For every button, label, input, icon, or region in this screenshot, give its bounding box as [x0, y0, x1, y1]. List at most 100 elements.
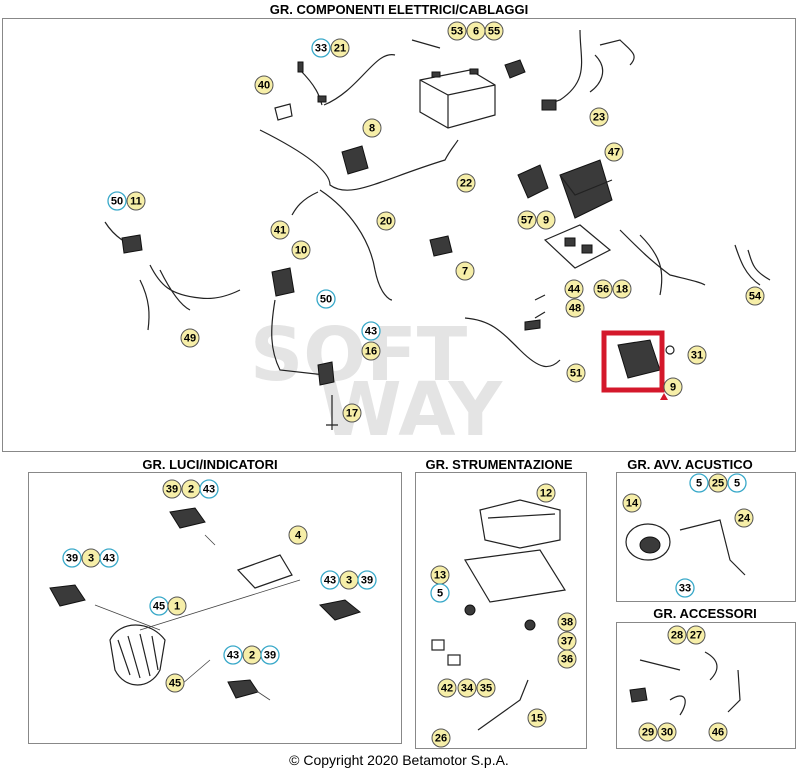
callout-electrical-16: 16: [365, 346, 377, 358]
watermark-line-1: SOFT: [250, 312, 468, 398]
callout-electrical-56-circle: [593, 279, 613, 299]
bracket-15: [477, 679, 529, 731]
panel-electrical: [2, 18, 796, 452]
callout-horn-14: 14: [626, 498, 639, 510]
callout-electrical-47: 47: [608, 147, 620, 159]
callout-electrical-7: 7: [462, 266, 468, 278]
fuse-box-56: [543, 224, 612, 269]
callout-lights-43-circle: [99, 548, 119, 568]
callout-instruments-13: 13: [434, 570, 446, 582]
callout-accessories-28: 28: [671, 630, 683, 642]
callout-electrical-50-circle: [316, 289, 336, 309]
acc-strap-28: [639, 659, 681, 671]
callout-electrical-33-circle: [311, 38, 331, 58]
indicator-rear-bottom: [227, 679, 259, 699]
callout-horn-5-circle: [689, 473, 709, 493]
callout-electrical-8: 8: [369, 123, 375, 135]
acc-clip-30: [669, 695, 686, 716]
acc-rod-46: [727, 669, 741, 713]
callout-instruments-26: 26: [435, 733, 447, 745]
callout-electrical-20-circle: [376, 211, 396, 231]
acc-clip-27: [704, 651, 718, 681]
callout-electrical-53-circle: [447, 21, 467, 41]
connector-11: [104, 221, 143, 254]
relay-8: [341, 145, 369, 175]
callout-lights-39: 39: [166, 484, 178, 496]
callout-instruments-38: 38: [561, 617, 573, 629]
connector-57: [517, 164, 549, 199]
indicator-front-right: [318, 599, 362, 621]
panel-accessories: [616, 622, 796, 749]
callout-instruments-26-circle: [431, 728, 451, 748]
highlight-box: [601, 330, 665, 393]
callout-lights-39-circle: [62, 548, 82, 568]
callout-horn-25: 25: [712, 478, 724, 490]
callout-accessories-27-circle: [686, 625, 706, 645]
callout-electrical-54: 54: [749, 291, 762, 303]
sensor-17: [326, 395, 338, 430]
title-lights: GR. LUCI/INDICATORI: [142, 457, 278, 472]
callout-electrical-55: 55: [488, 26, 500, 38]
callout-lights-4-circle: [288, 525, 308, 545]
callout-electrical-41-circle: [270, 220, 290, 240]
callout-lights-3: 3: [88, 553, 94, 565]
harness-49: [139, 264, 241, 331]
callout-electrical-44: 44: [568, 284, 581, 296]
callout-instruments-38-circle: [557, 612, 577, 632]
callout-electrical-57: 57: [521, 215, 533, 227]
callout-lights-43-circle: [320, 570, 340, 590]
callout-electrical-9: 9: [670, 382, 676, 394]
harness-54: [734, 244, 771, 286]
callout-electrical-21: 21: [334, 43, 346, 55]
callout-electrical-43-circle: [361, 321, 381, 341]
callout-electrical-11-circle: [126, 191, 146, 211]
callout-accessories-28-circle: [667, 625, 687, 645]
callout-electrical-44-circle: [564, 279, 584, 299]
callout-electrical-50: 50: [320, 294, 332, 306]
callout-electrical-40-circle: [254, 75, 274, 95]
callout-electrical-48: 48: [569, 303, 581, 315]
rubber-mounts: [431, 639, 461, 666]
callout-electrical-50-circle: [107, 191, 127, 211]
callout-electrical-47-circle: [604, 142, 624, 162]
callout-electrical-48-circle: [565, 298, 585, 318]
callout-accessories-46-circle: [708, 722, 728, 742]
callout-lights-4: 4: [295, 530, 302, 542]
copyright: © Copyright 2020 Betamotor S.p.A.: [289, 752, 509, 768]
callout-lights-45: 45: [169, 678, 181, 690]
callout-accessories-30-circle: [657, 722, 677, 742]
callout-lights-43: 43: [103, 553, 115, 565]
main-harness: [259, 129, 459, 301]
switch-7: [429, 235, 453, 257]
callout-lights-45-circle: [165, 673, 185, 693]
callout-electrical-31-circle: [687, 345, 707, 365]
callout-electrical-22: 22: [460, 178, 472, 190]
callout-electrical-9-circle: [536, 210, 556, 230]
harness-23: [541, 29, 635, 111]
indicator-front-left: [49, 584, 86, 607]
callout-electrical-51: 51: [570, 368, 582, 380]
callout-electrical-17-circle: [342, 403, 362, 423]
callout-electrical-16-circle: [361, 341, 381, 361]
title-electrical: GR. COMPONENTI ELETTRICI/CABLAGGI: [269, 2, 529, 17]
cable-51: [464, 317, 561, 368]
battery: [419, 68, 496, 129]
callout-electrical-54-circle: [745, 286, 765, 306]
callout-accessories-46: 46: [712, 727, 724, 739]
callout-lights-39-circle: [162, 479, 182, 499]
panel-horn: [616, 472, 796, 602]
callout-electrical-18: 18: [616, 284, 628, 296]
callout-electrical-10: 10: [295, 245, 307, 257]
callout-electrical-23: 23: [593, 112, 605, 124]
callout-horn-25-circle: [708, 473, 728, 493]
callout-instruments-12-circle: [536, 483, 556, 503]
callout-accessories-30: 30: [661, 727, 673, 739]
battery-cable: [297, 54, 396, 106]
title-accessories: GR. ACCESSORI: [653, 606, 757, 621]
highlight-marker: [660, 393, 668, 400]
callout-accessories-29: 29: [642, 727, 654, 739]
callout-lights-39: 39: [361, 575, 373, 587]
callout-electrical-8-circle: [362, 118, 382, 138]
